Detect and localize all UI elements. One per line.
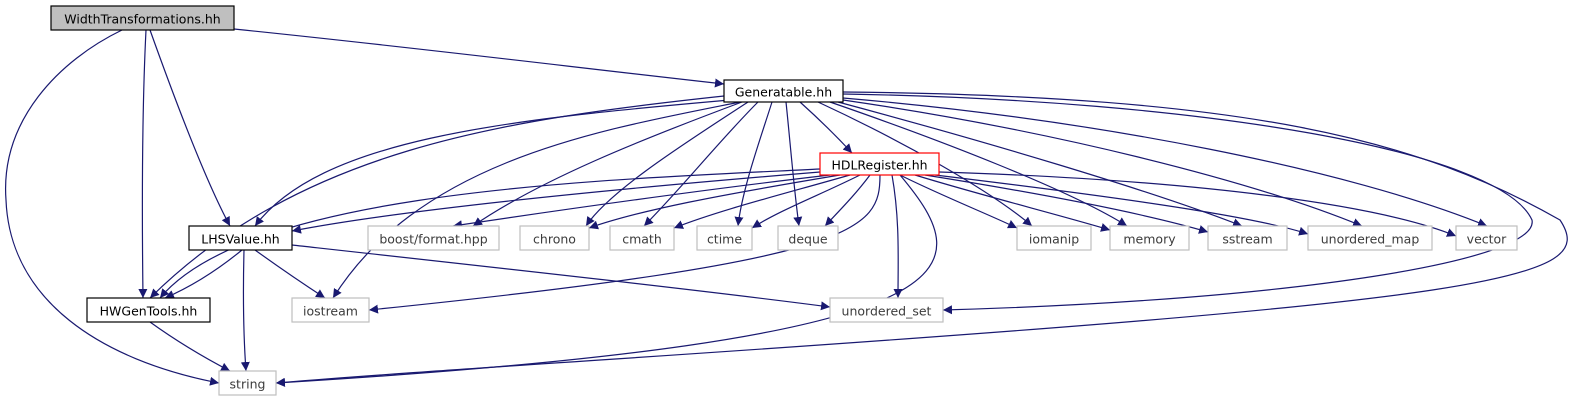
node-lhs[interactable]: LHSValue.hh — [188, 225, 293, 251]
node-box-deque — [777, 225, 839, 251]
node-vector[interactable]: vector — [1455, 225, 1518, 251]
node-sstream[interactable]: sstream — [1207, 225, 1288, 251]
edge-gen-to-umap — [842, 99, 1363, 227]
node-width[interactable]: WidthTransformations.hh — [50, 5, 235, 31]
node-hdl[interactable]: HDLRegister.hh — [819, 152, 940, 176]
edge-hdl-to-chrono — [588, 174, 841, 230]
node-box-hwgen — [86, 297, 211, 323]
edge-gen-to-uset — [842, 93, 1533, 315]
node-hwgen[interactable]: HWGenTools.hh — [86, 297, 211, 323]
node-box-boost — [367, 225, 500, 251]
edge-gen-to-iostream — [332, 101, 741, 299]
node-box-iostream — [291, 297, 370, 323]
node-box-chrono — [519, 225, 590, 251]
edge-lhs-to-uset — [291, 244, 831, 311]
node-box-width — [50, 5, 235, 31]
edge-lhs-to-string — [240, 249, 250, 372]
node-label-chrono: chrono — [533, 232, 576, 247]
node-label-boost: boost/format.hpp — [379, 232, 487, 247]
edge-hdl-to-sstream — [924, 174, 1209, 234]
node-cmath[interactable]: cmath — [609, 225, 675, 251]
node-box-vector — [1455, 225, 1518, 251]
node-label-memory: memory — [1123, 232, 1176, 247]
node-label-hwgen: HWGenTools.hh — [100, 304, 198, 319]
node-iostream[interactable]: iostream — [291, 297, 370, 323]
node-label-deque: deque — [788, 232, 827, 247]
edge-hdl-to-deque — [824, 174, 871, 227]
node-label-iostream: iostream — [303, 304, 358, 319]
edge-hwgen-to-string — [149, 321, 231, 372]
edge-hdl-to-boost — [452, 174, 831, 230]
node-label-lhs: LHSValue.hh — [201, 232, 279, 247]
node-box-memory — [1109, 225, 1190, 251]
edge-hdl-to-hwgen — [159, 168, 821, 299]
node-deque[interactable]: deque — [777, 225, 839, 251]
node-label-umap: unordered_map — [1321, 232, 1420, 247]
edge-gen-to-memory — [829, 101, 1128, 227]
edge-hdl-to-cmath — [673, 174, 851, 229]
node-ctime[interactable]: ctime — [696, 225, 753, 251]
node-box-string — [218, 370, 277, 396]
node-memory[interactable]: memory — [1109, 225, 1190, 251]
edge-gen-to-boost — [472, 101, 743, 227]
node-string[interactable]: string — [218, 370, 277, 396]
node-label-width: WidthTransformations.hh — [64, 12, 220, 27]
node-label-sstream: sstream — [1222, 232, 1272, 247]
edge-gen-to-ctime — [734, 101, 773, 227]
node-gen[interactable]: Generatable.hh — [723, 79, 844, 103]
edge-gen-to-cmath — [643, 101, 759, 227]
node-box-uset — [829, 297, 944, 323]
edge-width-to-string — [5, 29, 220, 386]
node-label-gen: Generatable.hh — [735, 85, 832, 100]
node-label-string: string — [230, 377, 266, 392]
node-box-sstream — [1207, 225, 1288, 251]
edge-width-to-gen — [233, 28, 725, 88]
node-iomanip[interactable]: iomanip — [1016, 225, 1092, 251]
edge-gen-to-lhs — [254, 99, 731, 227]
node-label-hdl: HDLRegister.hh — [831, 158, 927, 173]
edge-hdl-to-lhs — [291, 171, 821, 234]
node-label-uset: unordered_set — [842, 304, 932, 319]
node-label-cmath: cmath — [622, 232, 662, 247]
edge-hdl-to-iomanip — [899, 174, 1018, 229]
node-box-ctime — [696, 225, 753, 251]
node-label-vector: vector — [1467, 232, 1508, 247]
node-chrono[interactable]: chrono — [519, 225, 590, 251]
node-box-cmath — [609, 225, 675, 251]
node-box-umap — [1307, 225, 1433, 251]
node-box-gen — [723, 79, 844, 103]
edge-hdl-to-vector — [938, 171, 1457, 237]
node-box-lhs — [188, 225, 293, 251]
edge-gen-to-hdl — [799, 101, 853, 154]
edge-lhs-to-iostream — [254, 249, 326, 299]
nodes-layer: WidthTransformations.hhGeneratable.hhHDL… — [50, 5, 1518, 396]
edge-hdl-to-string — [275, 174, 938, 387]
edge-lhs-to-hwgen — [164, 249, 243, 299]
edge-gen-to-vector — [842, 97, 1488, 227]
edge-gen-to-iomanip — [817, 101, 1033, 227]
node-label-iomanip: iomanip — [1029, 232, 1079, 247]
edge-hdl-to-memory — [914, 174, 1111, 232]
edge-hdl-to-uset — [891, 174, 903, 299]
edge-gen-to-deque — [785, 101, 803, 227]
node-box-iomanip — [1016, 225, 1092, 251]
node-boost[interactable]: boost/format.hpp — [367, 225, 500, 251]
node-umap[interactable]: unordered_map — [1307, 225, 1433, 251]
edge-hdl-to-ctime — [751, 174, 861, 229]
node-uset[interactable]: unordered_set — [829, 297, 944, 323]
edge-width-to-hwgen — [138, 29, 148, 299]
node-box-hdl — [819, 152, 940, 176]
edges-layer — [5, 28, 1568, 387]
edge-gen-to-chrono — [585, 101, 749, 227]
edge-width-to-lhs — [149, 29, 231, 227]
node-label-ctime: ctime — [707, 232, 742, 247]
